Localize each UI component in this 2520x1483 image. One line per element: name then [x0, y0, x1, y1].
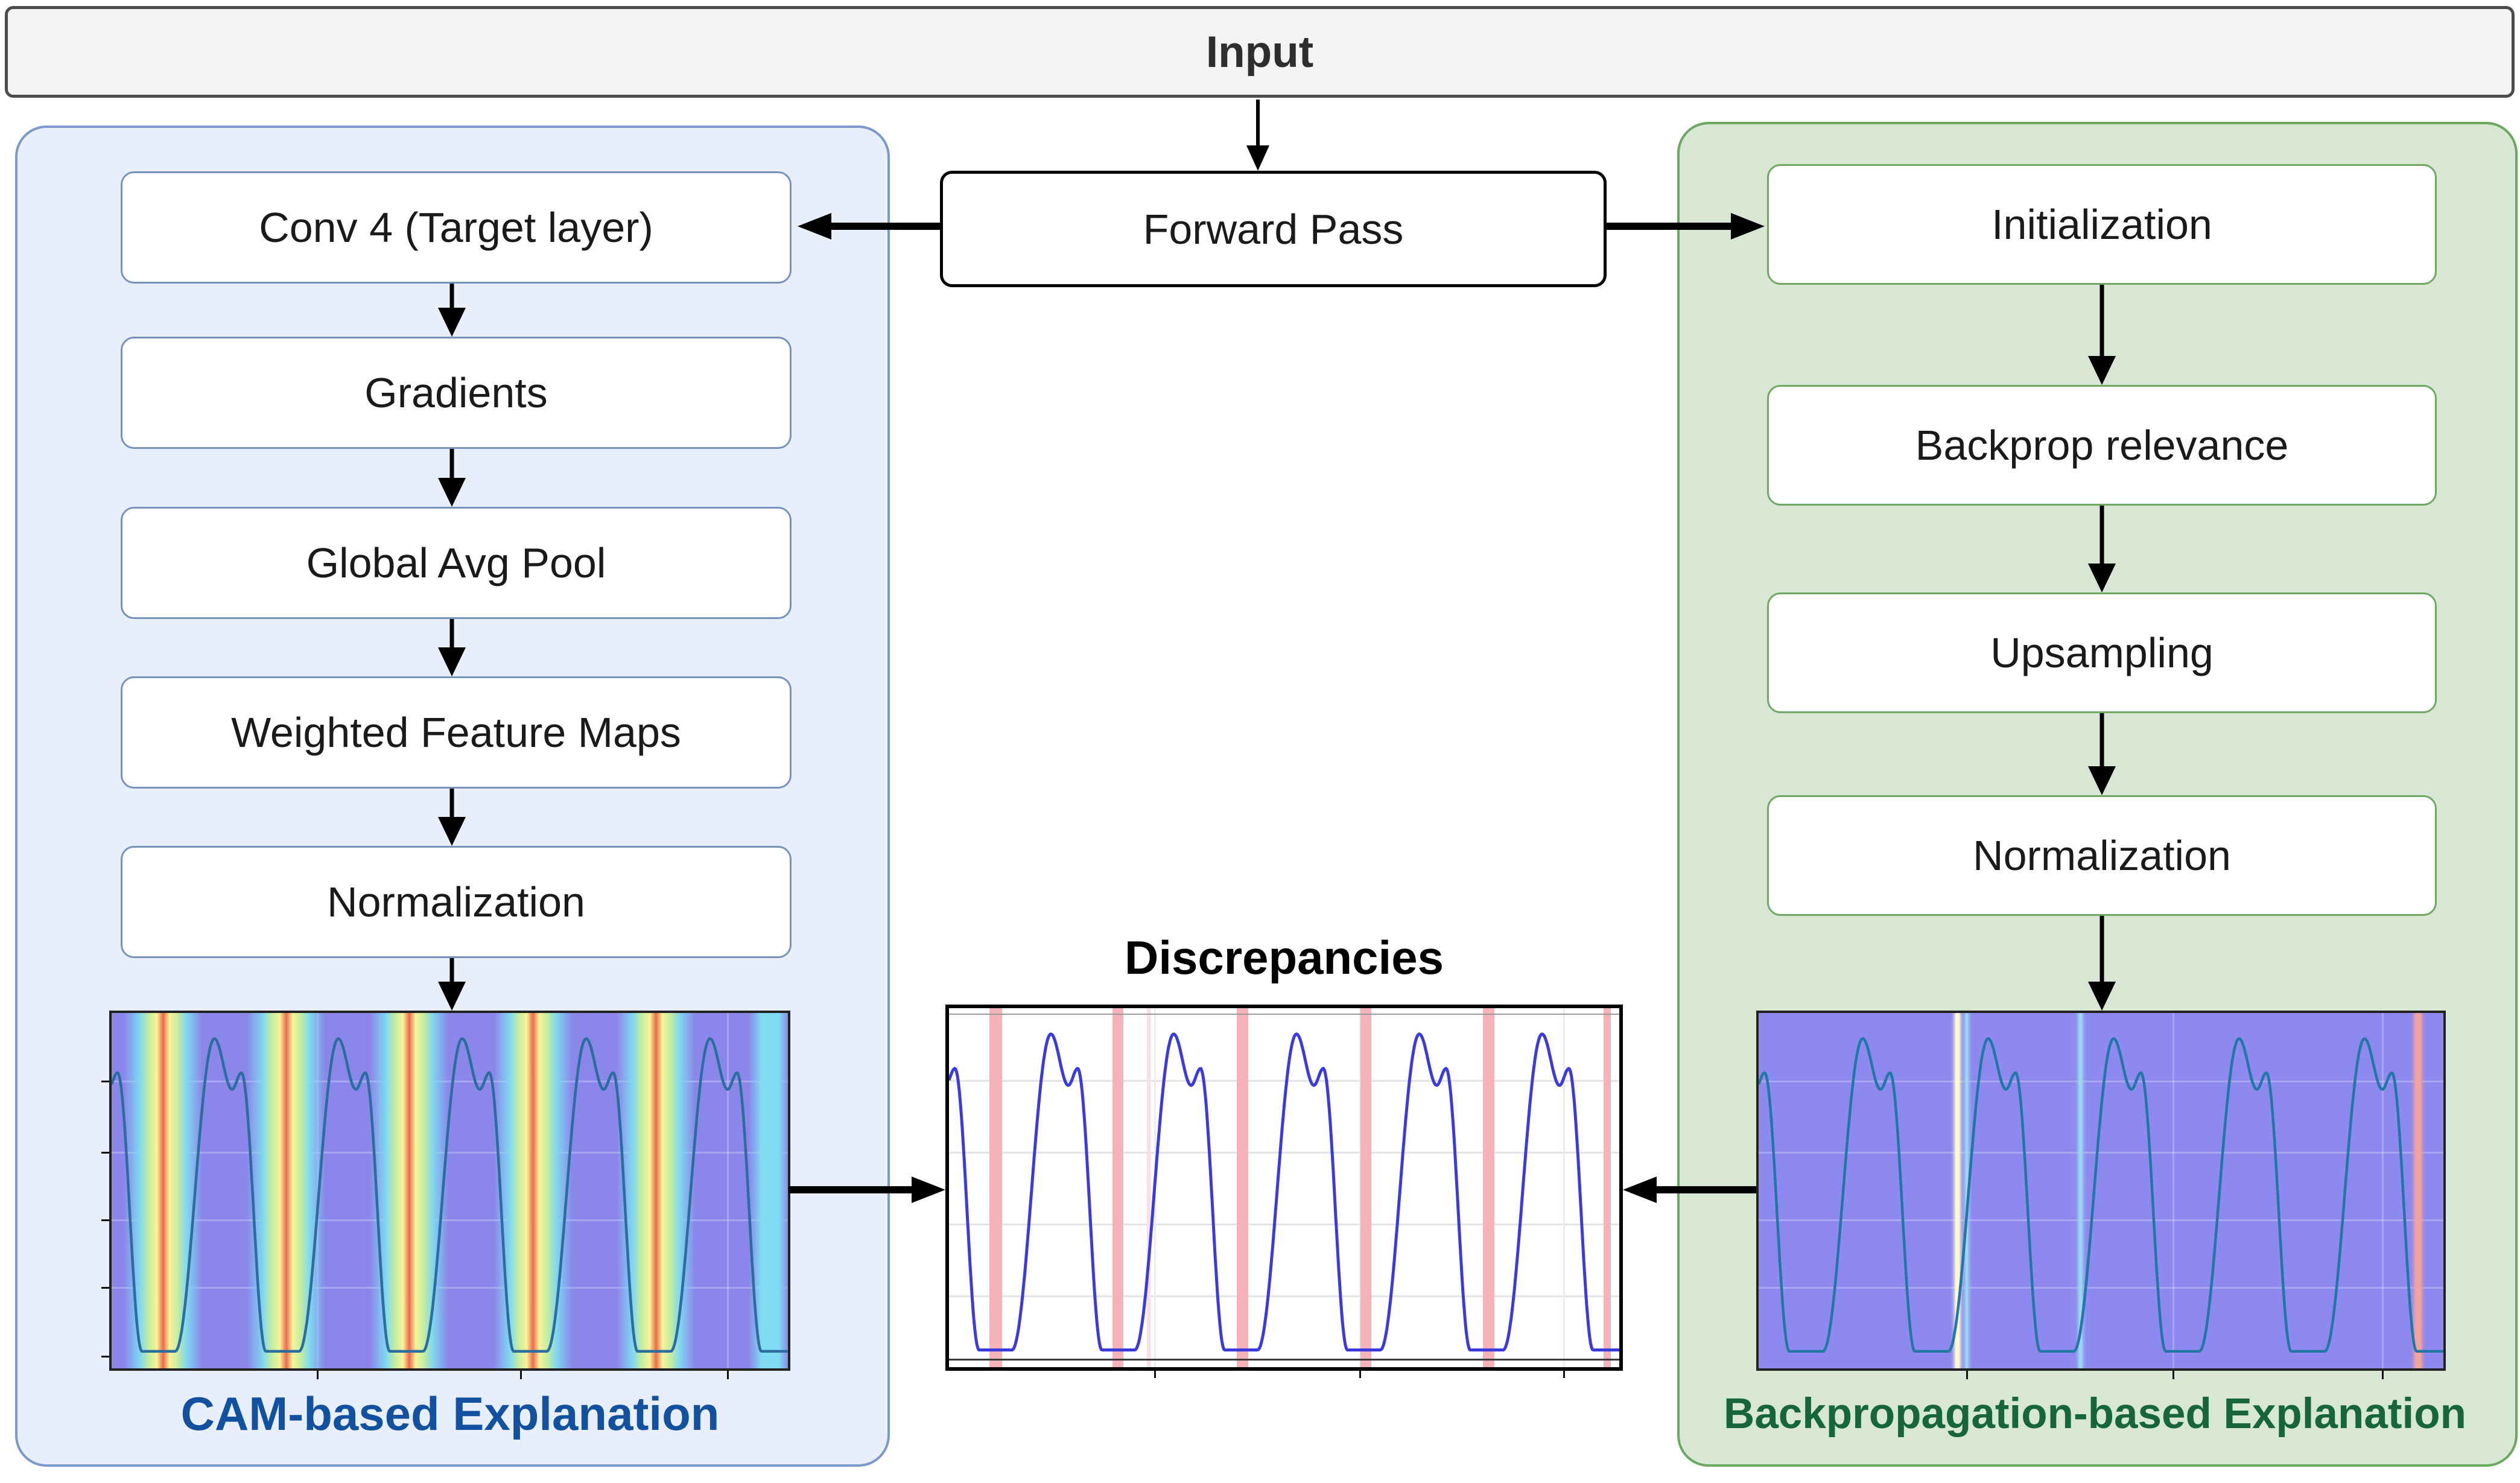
node-label: Normalization	[1973, 832, 2231, 879]
node-backprop-relevance: Backprop relevance	[1767, 385, 2437, 506]
input-node-label: Input	[1205, 27, 1314, 77]
arrow-initialization-to-backprop-relevance	[2088, 285, 2116, 385]
forward-pass-node: Forward Pass	[940, 171, 1607, 287]
cam_heatmap-signal	[112, 1013, 788, 1368]
backprop-heatmap-plot	[1759, 1013, 2443, 1368]
backprop_heatmap-signal	[1759, 1013, 2443, 1368]
discrepancies-title-text: Discrepancies	[1125, 931, 1444, 984]
cam-heatmap-chart	[101, 1011, 790, 1379]
forward-pass-label: Forward Pass	[1143, 205, 1404, 253]
node-label: Gradients	[364, 369, 548, 416]
discrepancies-chart	[945, 1005, 1623, 1378]
node-label: Initialization	[1992, 201, 2212, 248]
arrow-weighted-maps-to-normalization	[438, 789, 466, 846]
cam-branch-title-text: CAM-based Explanation	[180, 1386, 720, 1440]
node-label: Upsampling	[1990, 629, 2214, 676]
arrow-input-to-forward-pass	[1243, 100, 1273, 171]
discrepancies-title: Discrepancies	[945, 926, 1623, 989]
node-global-avg-pool: Global Avg Pool	[121, 507, 792, 619]
arrow-backprop-heatmap-to-discrepancies	[1623, 1177, 1756, 1203]
backprop-heatmap-chart	[1756, 1011, 2446, 1379]
arrow-normalization-to-cam-heatmap	[438, 958, 466, 1011]
arrow-normalization-to-backprop-heatmap	[2088, 916, 2116, 1011]
arrow-conv4-to-gradients	[438, 284, 466, 337]
node-normalization-cam: Normalization	[121, 846, 792, 958]
node-label: Backprop relevance	[1915, 422, 2289, 469]
node-conv4-target-layer: Conv 4 (Target layer)	[121, 171, 792, 284]
node-label: Normalization	[327, 878, 585, 926]
arrow-forward-pass-to-initialization	[1607, 213, 1765, 240]
cam-heatmap-plot	[112, 1013, 788, 1368]
node-weighted-feature-maps: Weighted Feature Maps	[121, 676, 792, 789]
node-label: Weighted Feature Maps	[231, 709, 681, 756]
node-label: Global Avg Pool	[306, 539, 606, 586]
discrepancies-plot	[949, 1008, 1619, 1367]
node-normalization-backprop: Normalization	[1767, 795, 2437, 916]
arrow-forward-pass-to-conv4	[798, 213, 940, 240]
node-label: Conv 4 (Target layer)	[259, 204, 653, 251]
node-initialization: Initialization	[1767, 164, 2437, 285]
arrow-gradients-to-gap	[438, 449, 466, 507]
arrow-gap-to-weighted-maps	[438, 619, 466, 676]
backprop-branch-title-text: Backpropagation-based Explanation	[1724, 1389, 2466, 1438]
discrepancies-signal	[949, 1008, 1619, 1367]
arrow-backprop-relevance-to-upsampling	[2088, 506, 2116, 592]
arrow-upsampling-to-normalization	[2088, 713, 2116, 795]
node-upsampling: Upsampling	[1767, 592, 2437, 713]
backprop-branch-title: Backpropagation-based Explanation	[1677, 1380, 2513, 1447]
arrow-cam-heatmap-to-discrepancies	[789, 1177, 945, 1203]
cam-branch-title: CAM-based Explanation	[15, 1380, 885, 1447]
node-gradients: Gradients	[121, 337, 792, 449]
input-node: Input	[5, 6, 2515, 98]
